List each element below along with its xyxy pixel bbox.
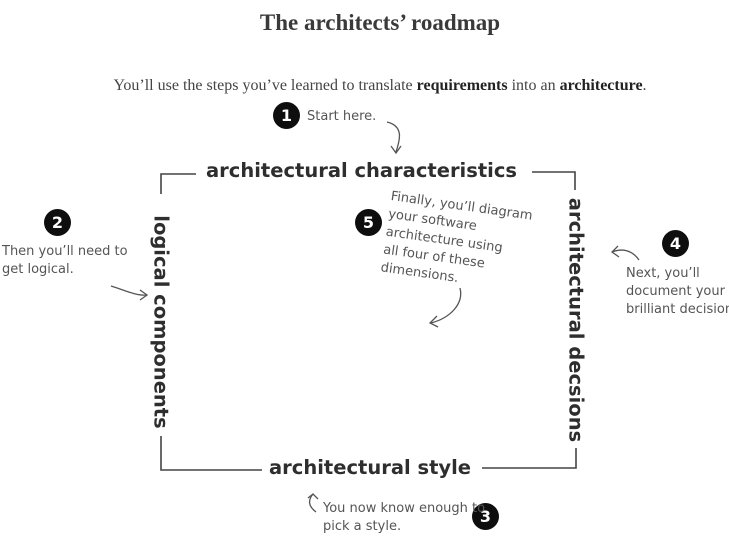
step-2-line-2: get logical. [2, 262, 74, 277]
arrow-step-1-head [390, 145, 402, 155]
label-architectural-style: architectural style [263, 456, 478, 479]
step-4-line-2: document your [626, 284, 725, 299]
step-4-line-3: brilliant decision. [626, 302, 729, 317]
step-1-line-1: Start here. [307, 109, 377, 124]
label-logical-components: logical components [149, 209, 173, 435]
arrow-step-3-head [307, 493, 319, 500]
frame-top-right [532, 171, 576, 190]
arrow-step-5 [430, 287, 462, 324]
frame-top-left [160, 173, 196, 194]
label-architectural-characteristics: architectural characteristics [200, 159, 524, 182]
step-5-badge: 5 [355, 209, 382, 236]
intro-middle: into an [507, 77, 560, 94]
step-4-badge: 4 [662, 230, 689, 257]
arrow-step-5-head [428, 315, 439, 328]
step-2-badge: 2 [44, 209, 71, 236]
arrow-step-2 [110, 285, 148, 296]
step-4-note: Next, you’ll document your brilliant dec… [626, 265, 729, 319]
step-3-line-2: pick a style. [323, 519, 402, 534]
arrow-step-1 [386, 121, 401, 153]
arrow-step-4-head [610, 245, 620, 258]
intro-text: You’ll use the steps you’ve learned to t… [0, 77, 729, 95]
intro-before: You’ll use the steps you’ve learned to t… [113, 77, 417, 94]
step-1-badge: 1 [273, 102, 300, 129]
step-3-line-1: You now know enough to [323, 501, 486, 516]
arrow-step-4 [611, 249, 640, 261]
frame-bottom-left [160, 436, 262, 471]
step-3-badge: 3 [472, 503, 499, 530]
label-architectural-decisions: architectural decsions [564, 191, 588, 449]
intro-requirements: requirements [416, 77, 508, 94]
step-1-note: Start here. [307, 108, 376, 126]
step-3-note: You now know enough to pick a style. [323, 500, 485, 536]
frame-bottom-right [482, 448, 577, 469]
step-2-note: Then you’ll need to get logical. [2, 243, 128, 279]
intro-architecture: architecture [559, 77, 643, 94]
arrow-step-2-head [139, 289, 149, 301]
step-4-line-1: Next, you’ll [626, 266, 700, 281]
intro-after: . [642, 77, 647, 94]
page-title: The architects’ roadmap [259, 10, 501, 35]
step-2-line-1: Then you’ll need to [2, 244, 128, 259]
